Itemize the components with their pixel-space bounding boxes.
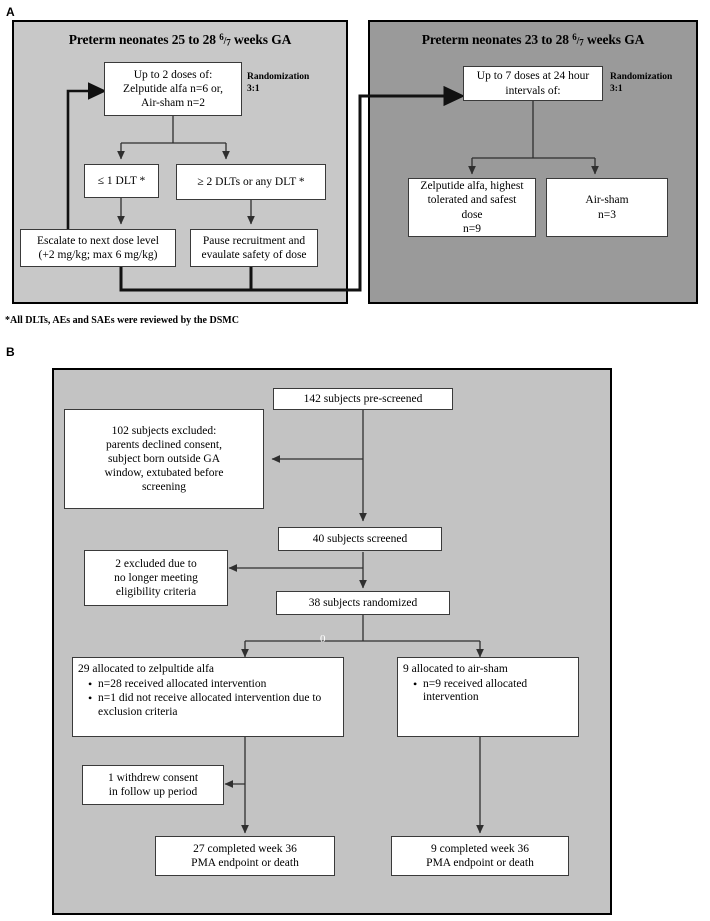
cohort2-heading-fraction: 6/7 bbox=[572, 32, 584, 48]
box-line: n=3 bbox=[598, 208, 616, 221]
box-line: 1 withdrew consent bbox=[107, 771, 199, 784]
box-line: Zelputide alfa n=6 or, bbox=[123, 82, 223, 95]
panel-a-letter: A bbox=[6, 5, 15, 19]
box-withdrew-consent: 1 withdrew consent in follow up period bbox=[82, 765, 224, 805]
box-line: PMA endpoint or death bbox=[426, 857, 534, 869]
box-line: Escalate to next dose level bbox=[37, 234, 159, 247]
cohort1-heading-post: weeks GA bbox=[230, 32, 292, 48]
split-artifact-label: 0 bbox=[320, 633, 326, 645]
box-line: PMA endpoint or death bbox=[191, 857, 299, 869]
box-line: Up to 7 doses at 24 hour bbox=[476, 70, 590, 83]
box-line: 27 completed week 36 bbox=[193, 842, 297, 855]
box-line: ≥ 2 DLTs or any DLT * bbox=[197, 175, 305, 188]
rand-line: Randomization bbox=[610, 72, 673, 82]
cohort1-heading-fraction: 6/7 bbox=[219, 32, 231, 48]
box-pause-recruitment: Pause recruitment and evaulate safety of… bbox=[190, 229, 318, 267]
box-line: 2 excluded due to bbox=[115, 557, 197, 570]
rand-line: Randomization bbox=[247, 72, 310, 82]
box-line: 9 completed week 36 bbox=[430, 842, 530, 855]
box-allocated-air-sham: 9 allocated to air-sham n=9 received all… bbox=[397, 657, 579, 737]
box-line: (+2 mg/kg; max 6 mg/kg) bbox=[38, 249, 158, 261]
box-excluded-2: 2 excluded due to no longer meeting elig… bbox=[84, 550, 228, 606]
rand-line: 3:1 bbox=[247, 83, 260, 94]
randomization-label-cohort1: Randomization 3:1 bbox=[247, 72, 309, 96]
box-line: dose bbox=[461, 208, 483, 221]
box-high-dlt: ≥ 2 DLTs or any DLT * bbox=[176, 164, 326, 200]
rand-line: 3:1 bbox=[610, 83, 623, 94]
box-line: 38 subjects randomized bbox=[308, 596, 418, 609]
allocation-bullet-list: n=28 received allocated intervention n=1… bbox=[76, 677, 340, 720]
box-line: Pause recruitment and bbox=[202, 234, 306, 247]
box-title: 9 allocated to air-sham bbox=[403, 663, 508, 675]
box-allocated-zelpultide: 29 allocated to zelpultide alfa n=28 rec… bbox=[72, 657, 344, 737]
randomization-label-cohort2: Randomization 3:1 bbox=[610, 72, 672, 96]
box-line: 40 subjects screened bbox=[312, 532, 408, 545]
panel-b-letter: B bbox=[6, 345, 15, 359]
box-line: evaulate safety of dose bbox=[201, 249, 307, 261]
box-completed-air-sham: 9 completed week 36 PMA endpoint or deat… bbox=[391, 836, 569, 876]
box-air-sham-cohort2: Air-sham n=3 bbox=[546, 178, 668, 237]
box-line: eligibility criteria bbox=[115, 586, 197, 598]
box-seven-doses: Up to 7 doses at 24 hour intervals of: bbox=[463, 66, 603, 101]
cohort2-heading-post: weeks GA bbox=[583, 32, 645, 48]
box-line: subject born outside GA bbox=[107, 452, 221, 465]
box-line: Up to 2 doses of: bbox=[133, 68, 213, 81]
box-title: 29 allocated to zelpultide alfa bbox=[78, 663, 215, 675]
box-line: in follow up period bbox=[108, 786, 198, 798]
box-line: ≤ 1 DLT * bbox=[97, 174, 146, 187]
box-excluded-102: 102 subjects excluded: parents declined … bbox=[64, 409, 264, 509]
box-line: parents declined consent, bbox=[106, 438, 222, 451]
list-item: n=28 received allocated intervention bbox=[88, 677, 340, 692]
box-escalate-dose: Escalate to next dose level (+2 mg/kg; m… bbox=[20, 229, 176, 267]
list-item: n=9 received allocated intervention bbox=[413, 677, 575, 706]
box-line: window, extubated before bbox=[104, 467, 224, 479]
box-low-dlt: ≤ 1 DLT * bbox=[84, 164, 159, 198]
cohort2-heading: Preterm neonates 23 to 28 6/7 weeks GA bbox=[368, 32, 698, 48]
box-pre-screened: 142 subjects pre-screened bbox=[273, 388, 453, 410]
box-line: tolerated and safest bbox=[427, 194, 517, 207]
box-line: 102 subjects excluded: bbox=[111, 424, 217, 437]
box-randomized-38: 38 subjects randomized bbox=[276, 591, 450, 615]
allocation-bullet-list: n=9 received allocated intervention bbox=[401, 677, 575, 706]
box-line: Air-sham n=2 bbox=[140, 97, 206, 109]
box-zelputide-highest-dose: Zelputide alfa, highest tolerated and sa… bbox=[408, 178, 536, 237]
box-line: n=9 bbox=[463, 222, 481, 235]
cohort2-heading-pre: Preterm neonates 23 to 28 bbox=[421, 32, 573, 48]
box-line: 142 subjects pre-screened bbox=[303, 392, 423, 405]
box-dose-cohort1: Up to 2 doses of: Zelputide alfa n=6 or,… bbox=[104, 62, 242, 116]
box-line: intervals of: bbox=[505, 84, 561, 97]
panel-a-cohort2-container bbox=[368, 20, 698, 304]
list-item: n=1 did not receive allocated interventi… bbox=[88, 691, 340, 720]
box-line: no longer meeting bbox=[114, 571, 198, 584]
box-line: Air-sham bbox=[585, 194, 629, 207]
box-line: Zelputide alfa, highest bbox=[420, 180, 524, 193]
box-completed-zelpultide: 27 completed week 36 PMA endpoint or dea… bbox=[155, 836, 335, 876]
cohort1-heading-pre: Preterm neonates 25 to 28 bbox=[68, 32, 220, 48]
cohort1-heading: Preterm neonates 25 to 28 6/7 weeks GA bbox=[12, 32, 348, 48]
box-line: screening bbox=[141, 481, 187, 494]
box-screened-40: 40 subjects screened bbox=[278, 527, 442, 551]
panel-a-footnote: *All DLTs, AEs and SAEs were reviewed by… bbox=[5, 315, 239, 326]
